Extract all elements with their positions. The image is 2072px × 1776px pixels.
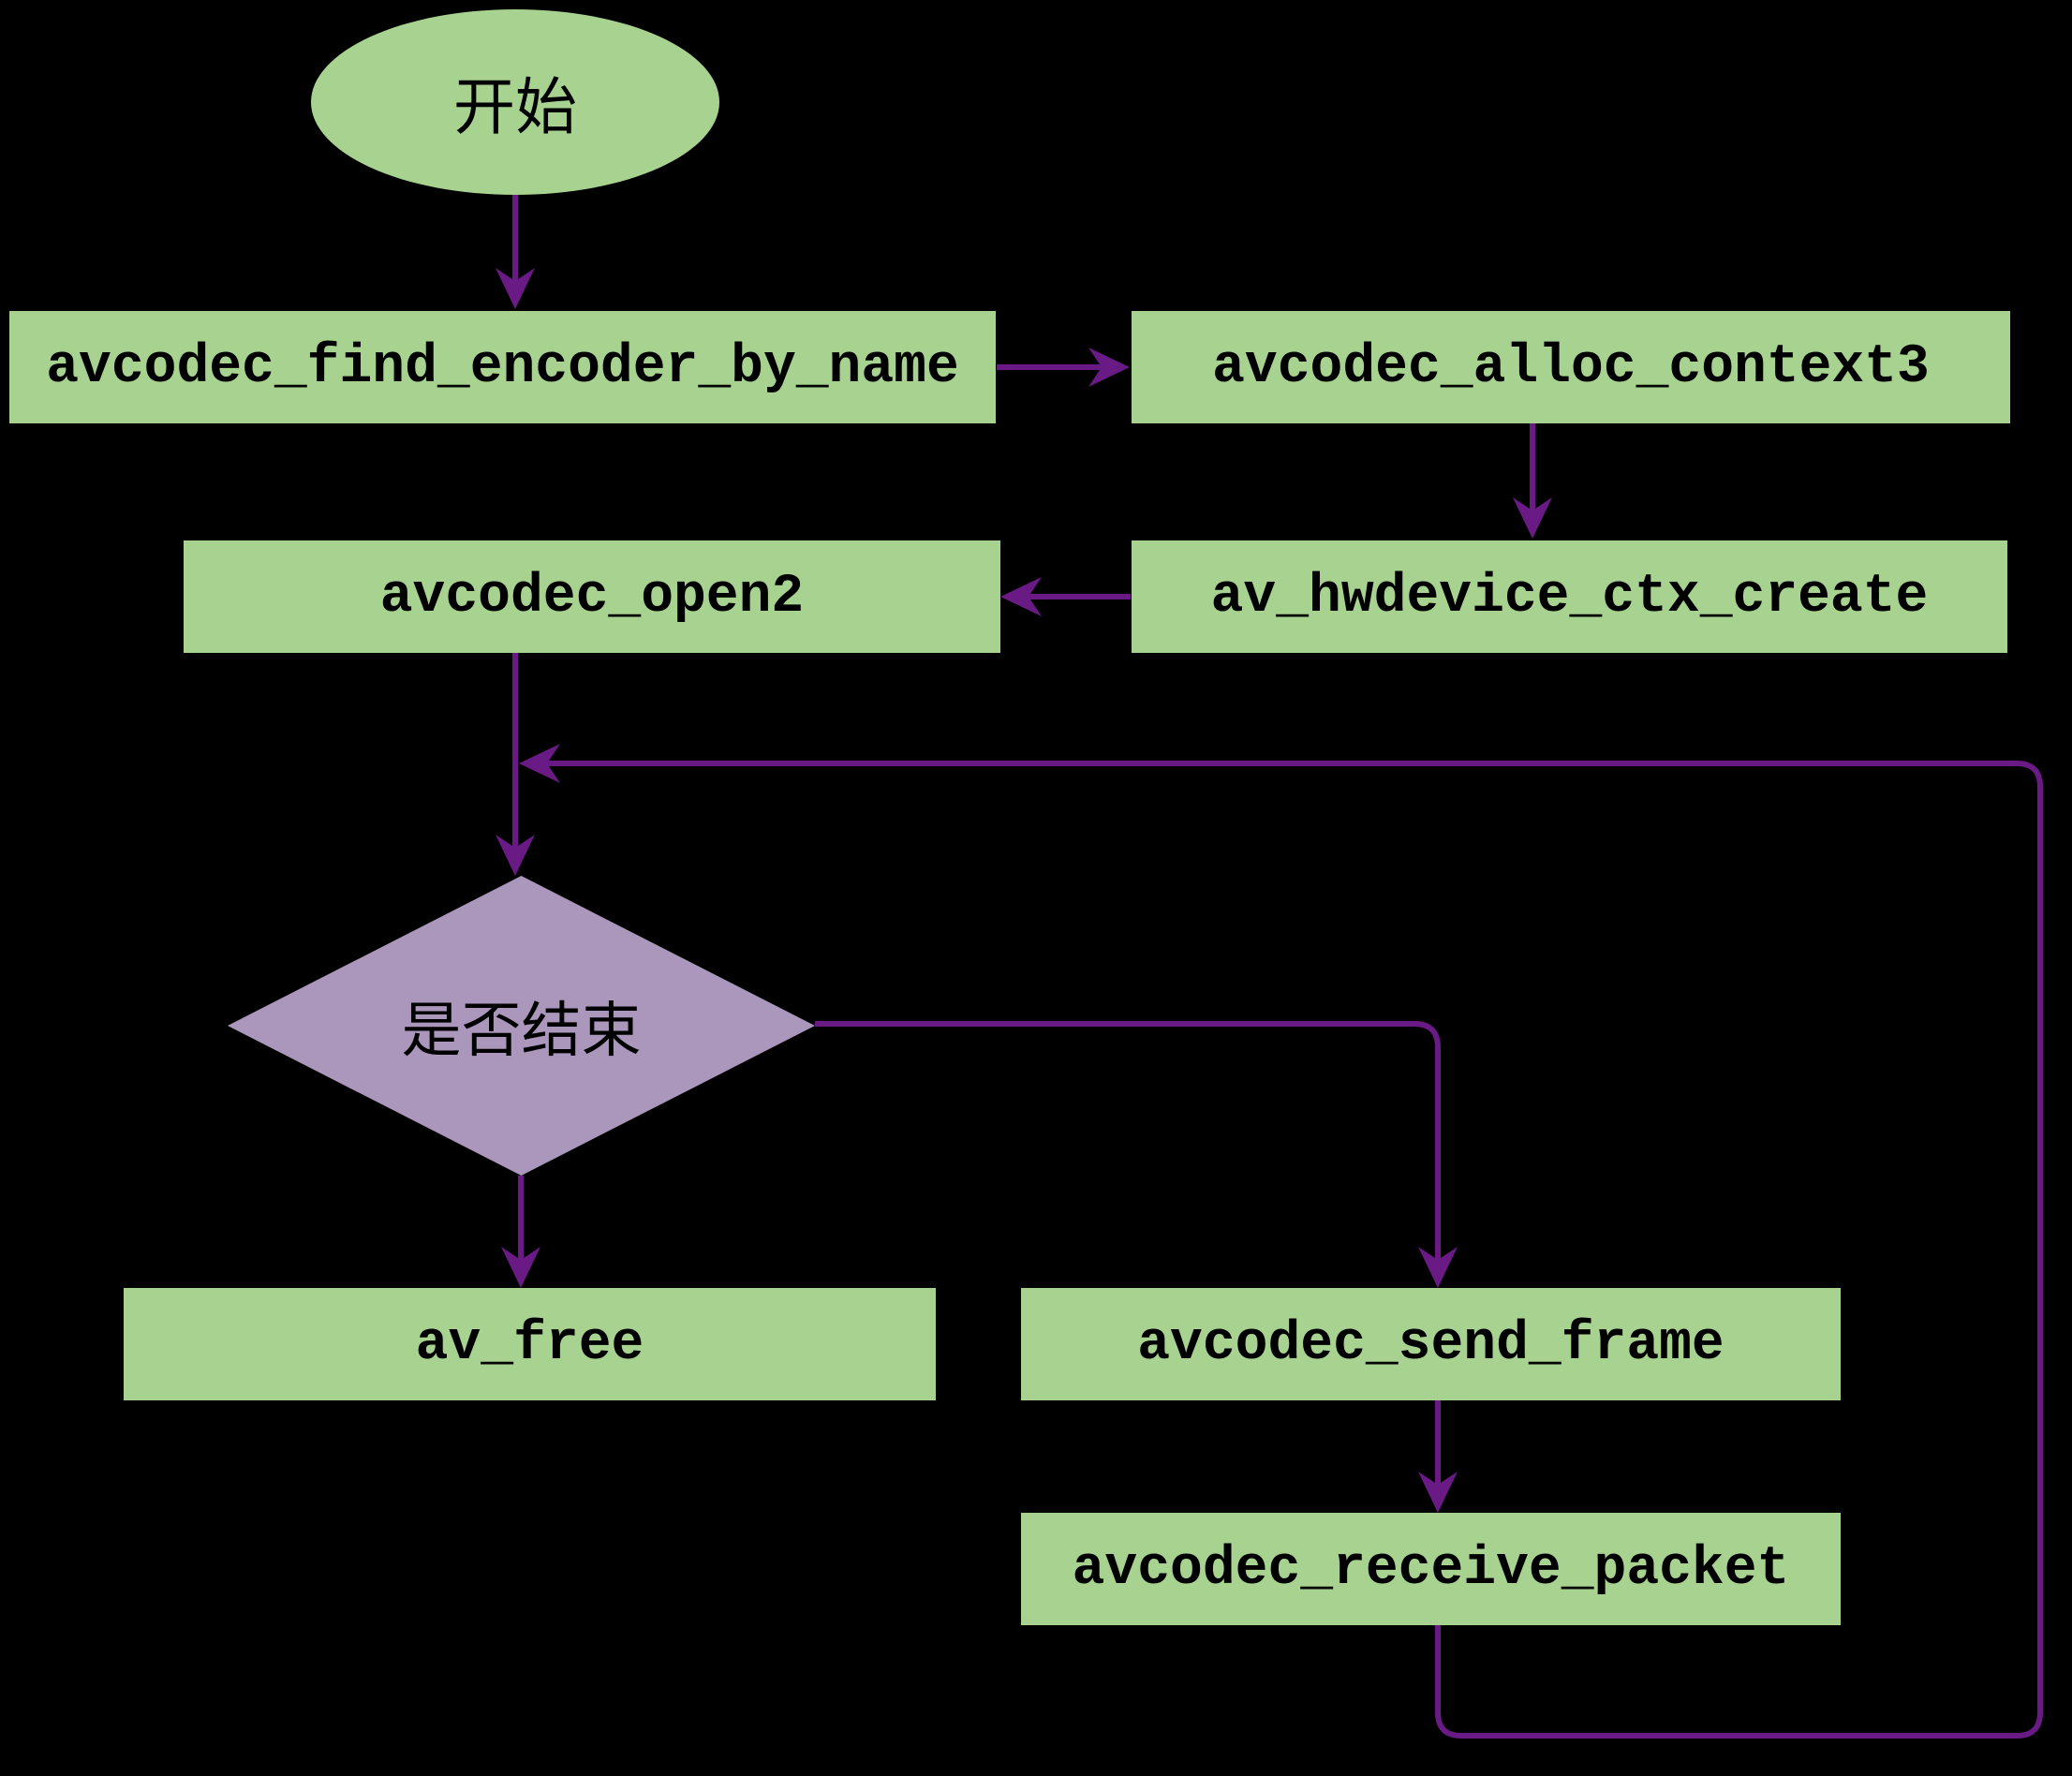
node-receive-packet: avcodec_receive_packet [1021,1513,1841,1625]
arrowhead-down-icon [496,835,535,876]
node-decision-label: 是否结束 [401,997,642,1064]
node-send-frame: avcodec_send_frame [1021,1288,1841,1400]
arrowhead-left-icon [519,744,560,783]
arrowhead-down-icon [496,268,535,309]
edge-decision-to-send-frame [815,1021,1441,1262]
node-alloc-context-label: avcodec_alloc_context3 [1212,336,1930,398]
arrowhead-down-icon [501,1247,540,1288]
node-start-label: 开始 [453,72,577,141]
node-av-free-label: av_free [415,1313,644,1375]
node-receive-packet-label: avcodec_receive_packet [1072,1538,1790,1600]
arrowhead-down-icon [1513,497,1552,539]
arrowhead-down-icon [1418,1472,1458,1513]
node-alloc-context: avcodec_alloc_context3 [1132,311,2010,423]
arrowhead-left-icon [1000,577,1042,616]
node-find-encoder: avcodec_find_encoder_by_name [9,311,996,423]
node-send-frame-label: avcodec_send_frame [1137,1313,1724,1375]
node-av-free: av_free [124,1288,936,1400]
node-open2-label: avcodec_open2 [379,566,805,628]
node-start: 开始 [311,9,719,195]
node-hwdevice: av_hwdevice_ctx_create [1132,540,2007,653]
node-hwdevice-label: av_hwdevice_ctx_create [1210,566,1929,628]
node-find-encoder-label: avcodec_find_encoder_by_name [46,336,959,398]
node-open2: avcodec_open2 [184,540,1000,653]
edge-receive-packet-loopback [545,761,2043,1739]
arrowhead-down-icon [1418,1247,1458,1288]
arrowhead-right-icon [1088,348,1130,387]
